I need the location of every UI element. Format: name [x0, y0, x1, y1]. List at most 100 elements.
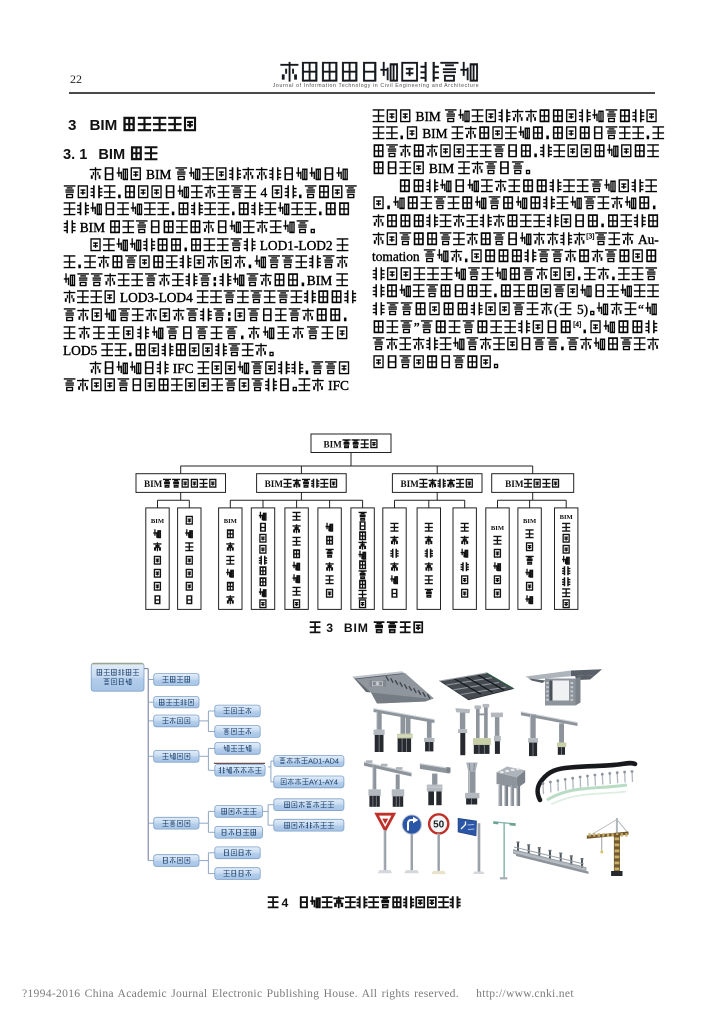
svg-text:管: 管 — [258, 588, 268, 599]
svg-text:标: 标 — [562, 588, 571, 599]
svg-text:协: 协 — [325, 522, 335, 533]
svg-text:备: 备 — [185, 594, 194, 605]
svg-text:高架工程: 高架工程 — [103, 679, 132, 686]
svg-text:BIM实施标准: BIM实施标准 — [323, 439, 378, 450]
svg-text:施: 施 — [358, 511, 367, 522]
svg-text:创: 创 — [292, 536, 301, 547]
svg-text:工: 工 — [358, 521, 367, 532]
svg-text:力: 力 — [153, 542, 162, 553]
svg-text:源: 源 — [153, 568, 162, 579]
svg-text:桥梁结构: 桥梁结构 — [162, 753, 191, 760]
svg-text:传: 传 — [226, 581, 235, 592]
svg-text:交: 交 — [390, 548, 399, 559]
svg-text:据: 据 — [358, 540, 367, 551]
svg-text:共: 共 — [226, 555, 235, 566]
svg-text:标: 标 — [358, 589, 367, 600]
svg-text:设: 设 — [325, 548, 334, 559]
svg-text:理: 理 — [258, 599, 267, 610]
svg-text:铁路隧道段: 铁路隧道段 — [220, 829, 256, 836]
svg-text:用: 用 — [525, 542, 534, 553]
svg-text:地下结构: 地下结构 — [162, 820, 191, 827]
svg-text:BIM模型交付标准: BIM模型交付标准 — [400, 478, 474, 489]
svg-text:应: 应 — [525, 528, 534, 539]
svg-text:地面道路: 地面道路 — [223, 708, 252, 715]
svg-text:范: 范 — [525, 594, 535, 605]
svg-text:用: 用 — [562, 533, 571, 544]
svg-text:目: 目 — [258, 522, 267, 533]
svg-text:BIM: BIM — [560, 514, 574, 521]
svg-text:标: 标 — [292, 586, 301, 597]
svg-text:求: 求 — [460, 588, 469, 599]
svg-text:项: 项 — [258, 511, 268, 522]
svg-text:模: 模 — [460, 522, 469, 533]
svg-text:主线桥梁: 主线桥梁 — [223, 745, 252, 752]
svg-text:软: 软 — [185, 515, 194, 526]
svg-text:要: 要 — [460, 575, 469, 586]
svg-text:同: 同 — [325, 535, 334, 546]
svg-text:成: 成 — [562, 544, 571, 555]
svg-text:资: 资 — [185, 555, 194, 566]
svg-text:流: 流 — [525, 555, 534, 566]
svg-text:用: 用 — [493, 548, 502, 559]
svg-text:准: 准 — [562, 599, 571, 610]
svg-text:资: 资 — [153, 555, 162, 566]
svg-text:付: 付 — [424, 561, 433, 572]
svg-text:同济路设计地道: 同济路设计地道 — [283, 801, 334, 808]
svg-text:近期匝道AD1-AD4: 近期匝道AD1-AD4 — [279, 758, 339, 765]
svg-text:交: 交 — [424, 548, 433, 559]
svg-text:文: 文 — [258, 566, 267, 577]
svg-text:型: 型 — [424, 535, 433, 546]
svg-text:BIM: BIM — [151, 518, 165, 525]
svg-text:与: 与 — [258, 555, 267, 566]
svg-text:BIM: BIM — [224, 518, 238, 525]
svg-text:计: 计 — [325, 561, 334, 572]
svg-text:构: 构 — [258, 544, 267, 555]
svg-text:交: 交 — [460, 561, 469, 572]
svg-text:围: 围 — [390, 588, 399, 599]
svg-text:应: 应 — [562, 522, 571, 533]
svg-text:备: 备 — [153, 594, 162, 605]
svg-text:准: 准 — [358, 599, 367, 610]
svg-text:50: 50 — [433, 820, 445, 831]
svg-text:上海合江通道: 上海合江通道 — [96, 669, 140, 676]
svg-text:同济路现有地道: 同济路现有地道 — [283, 822, 334, 829]
svg-text:出: 出 — [562, 577, 571, 588]
svg-text:果: 果 — [562, 555, 572, 566]
svg-text:准: 准 — [325, 588, 334, 599]
svg-text:准: 准 — [292, 599, 301, 610]
svg-text:建: 建 — [292, 549, 301, 560]
svg-text:录: 录 — [358, 569, 367, 580]
svg-text:提: 提 — [460, 548, 470, 559]
svg-text:硬: 硬 — [185, 528, 195, 539]
svg-text:整: 整 — [358, 550, 368, 561]
svg-text:BIM应用标准: BIM应用标准 — [505, 478, 560, 489]
svg-text:输: 输 — [562, 566, 571, 577]
svg-text:BIM: BIM — [523, 518, 537, 525]
svg-text:数: 数 — [358, 530, 367, 541]
svg-text:同济路地道: 同济路地道 — [220, 808, 256, 815]
svg-text:地形地物: 地形地物 — [162, 676, 191, 683]
svg-text:名: 名 — [292, 574, 302, 585]
svg-text:标: 标 — [325, 575, 334, 586]
svg-text:深: 深 — [424, 575, 433, 586]
svg-text:远期匝道AY1-AY4: 远期匝道AY1-AY4 — [280, 779, 338, 786]
svg-text:模: 模 — [424, 522, 433, 533]
svg-text:件: 件 — [185, 542, 194, 553]
svg-text:道路结构: 道路结构 — [162, 718, 191, 725]
svg-text:型: 型 — [292, 524, 301, 535]
svg-text:度: 度 — [424, 588, 433, 599]
svg-text:江杨北路匝道: 江杨北路匝道 — [218, 767, 262, 774]
svg-text:合: 合 — [358, 560, 367, 571]
svg-text:结: 结 — [258, 533, 267, 544]
svg-text:递: 递 — [226, 594, 235, 605]
svg-text:BIM实施资源标准: BIM实施资源标准 — [144, 478, 218, 489]
svg-text:宝钢铁路: 宝钢铁路 — [223, 870, 252, 877]
svg-text:入: 入 — [358, 579, 367, 590]
svg-text:BIM模型行为标准: BIM模型行为标准 — [265, 478, 339, 489]
svg-text:准: 准 — [185, 581, 194, 592]
svg-text:范: 范 — [390, 575, 400, 586]
svg-text:应: 应 — [493, 535, 502, 546]
svg-text:准: 准 — [153, 581, 162, 592]
svg-text:中心线骨架: 中心线骨架 — [158, 699, 194, 706]
svg-text:享: 享 — [226, 568, 236, 579]
